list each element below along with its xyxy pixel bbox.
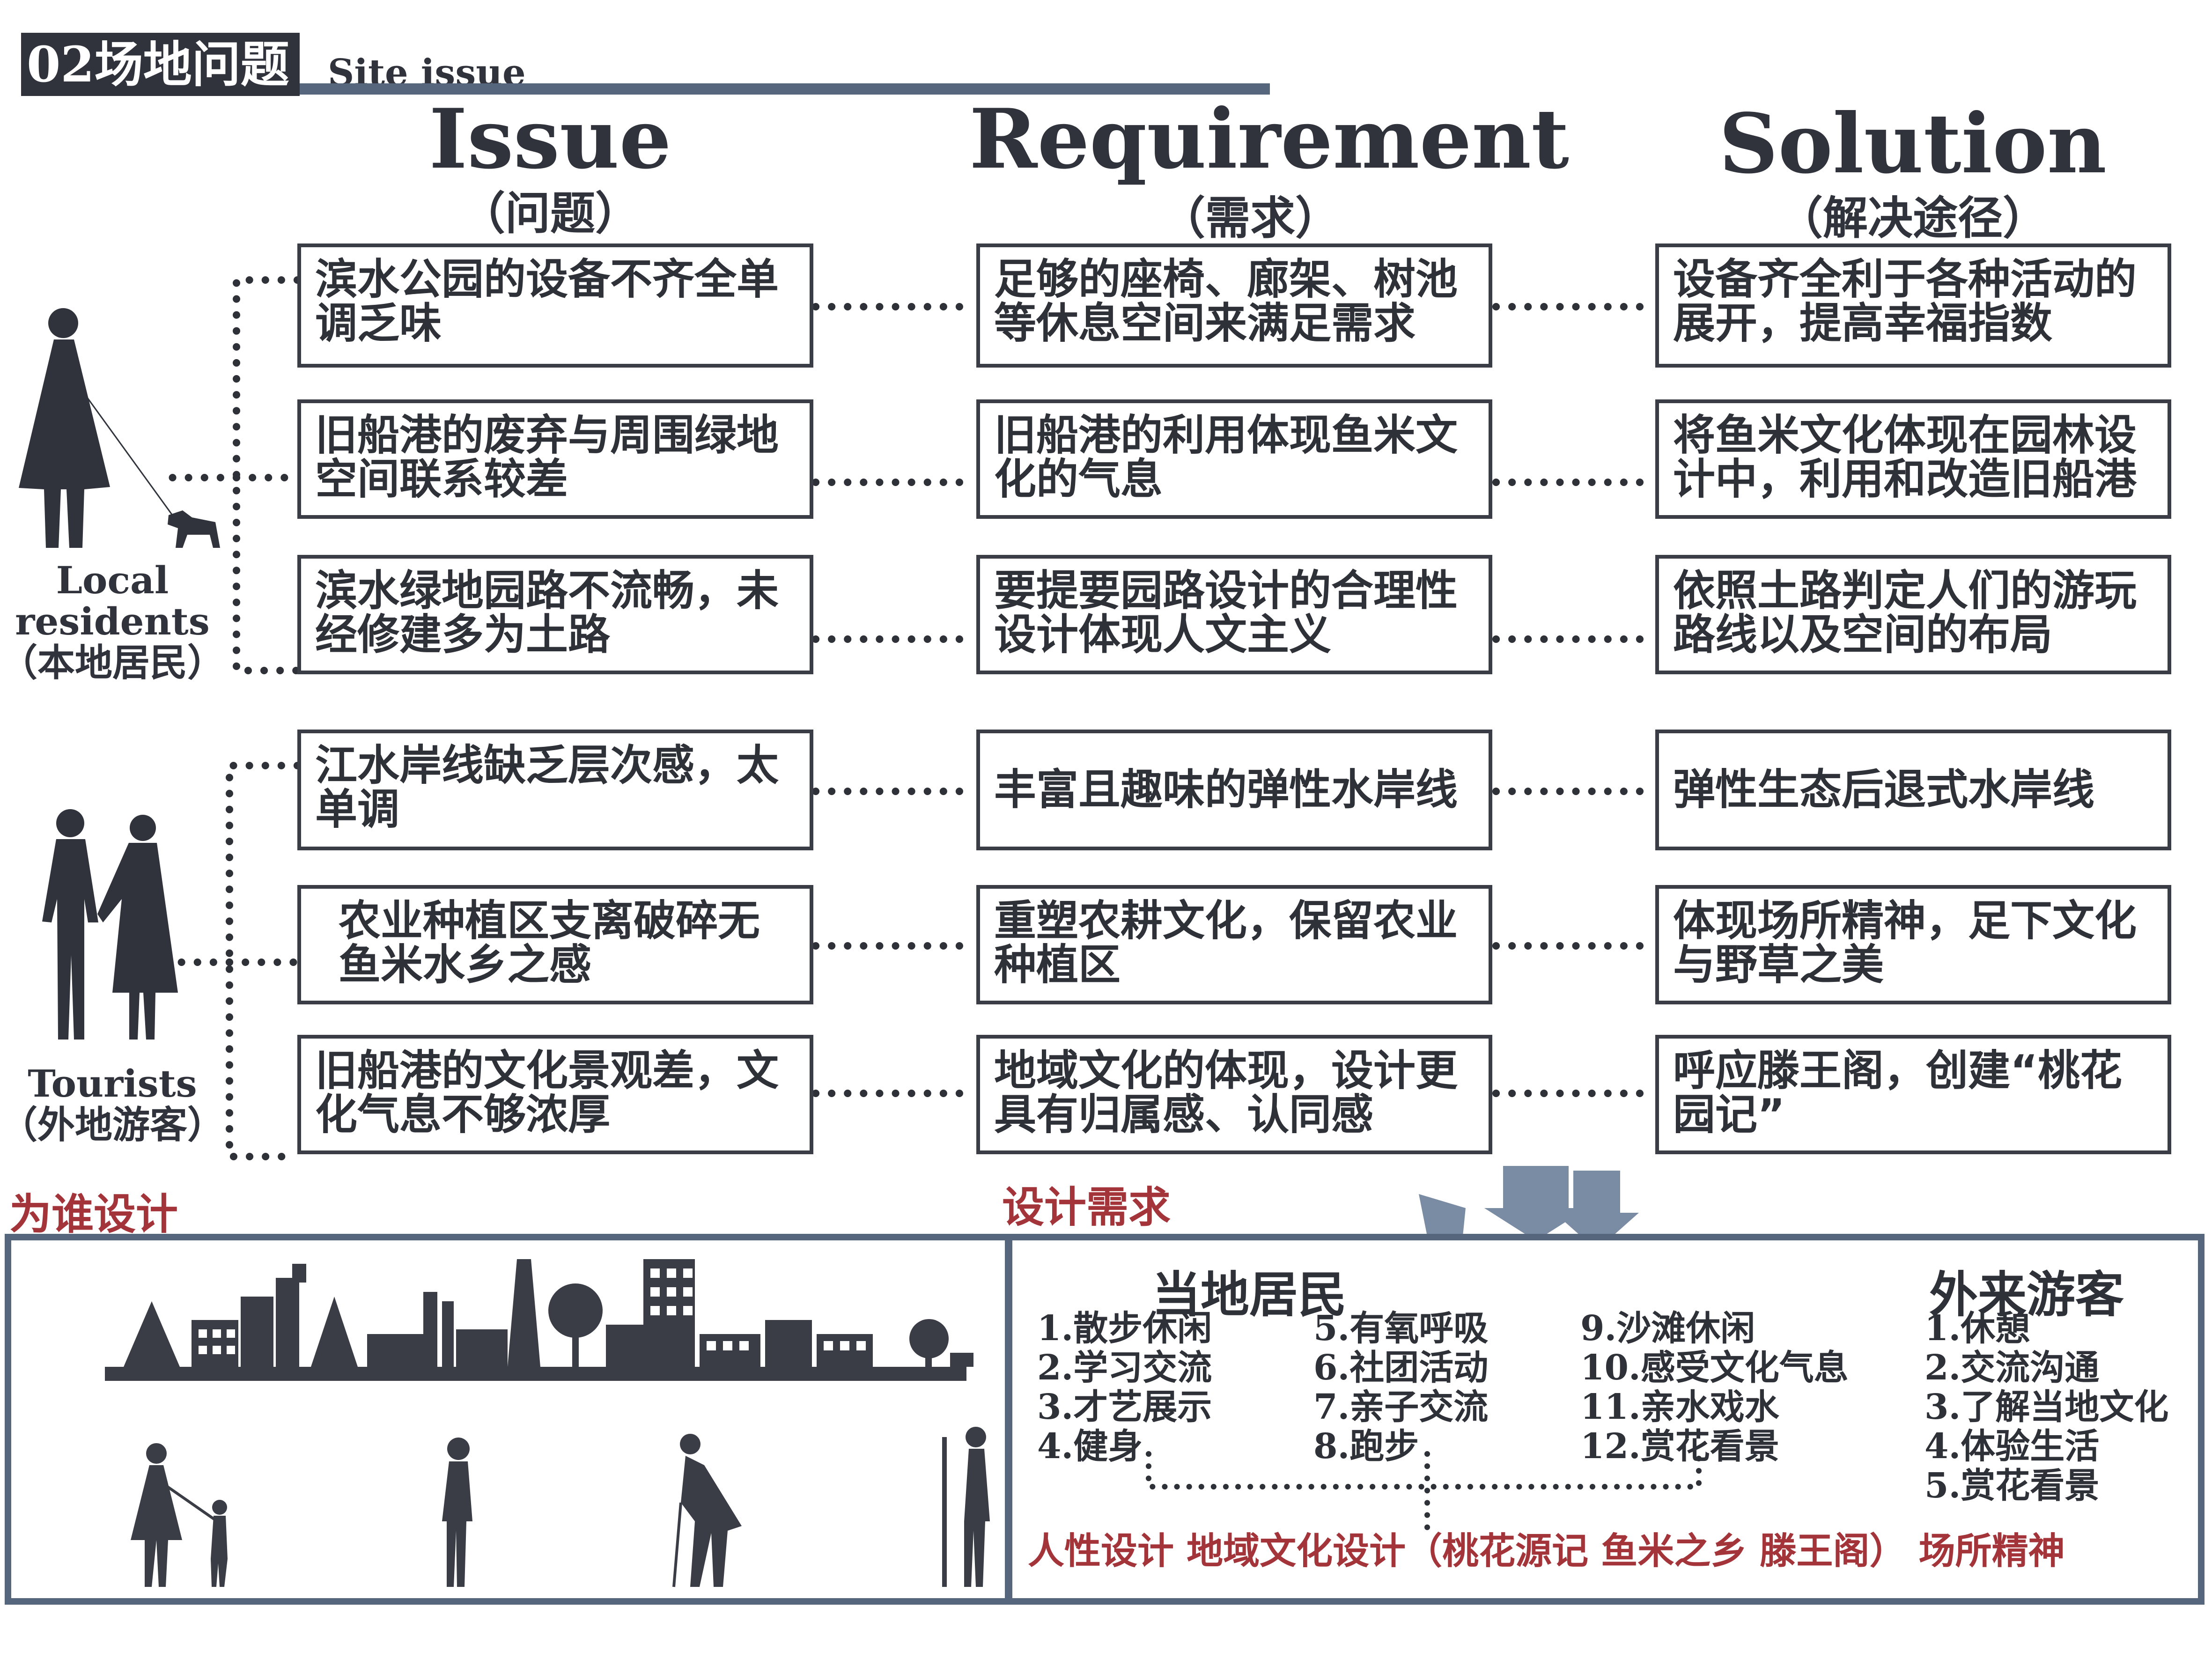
needs-list-tourist: 1.休憩 2.交流沟通 3.了解当地文化 4.体验生活 5.赏花看景 <box>1924 1308 2169 1506</box>
needs-summary: 人性设计 地域文化设计（桃花源记 鱼米之乡 滕王阁） 场所精神 <box>1028 1530 2065 1572</box>
group-label-local: Local residents （本地居民） <box>0 558 225 685</box>
panel-who <box>5 1234 1011 1605</box>
column-subtitle-issue: （问题） <box>460 187 640 240</box>
requirement-box-5: 重塑农耕文化，保留农业种植区 <box>976 885 1492 1004</box>
issue-box-1: 滨水公园的设备不齐全单调乏味 <box>297 243 813 368</box>
requirement-box-2: 旧船港的利用体现鱼米文化的气息 <box>976 399 1492 519</box>
column-title-issue: Issue <box>429 91 671 187</box>
requirement-box-3: 要提要园路设计的合理性设计体现人文主义 <box>976 555 1492 674</box>
needs-list-local-1: 1.散步休闲 2.学习交流 3.才艺展示 4.健身 <box>1037 1308 1212 1467</box>
column-title-requirement: Requirement <box>969 91 1569 187</box>
requirement-box-6: 地域文化的体现，设计更具有归属感、认同感 <box>976 1035 1492 1154</box>
city-skyline-illustration <box>105 1259 990 1587</box>
column-subtitle-requirement: （需求） <box>1160 192 1340 244</box>
issue-box-5: 农业种植区支离破碎无鱼米水乡之感 <box>297 885 813 1004</box>
needs-title-local: 当地居民 <box>1152 1266 1347 1323</box>
solution-box-4: 弹性生态后退式水岸线 <box>1655 730 2171 850</box>
solution-box-3: 依照土路判定人们的游玩路线以及空间的布局 <box>1655 555 2171 674</box>
panel-needs <box>1006 1234 2205 1605</box>
requirement-box-1: 足够的座椅、廊架、树池等休息空间来满足需求 <box>976 243 1492 368</box>
needs-title-tourist: 外来游客 <box>1929 1266 2124 1323</box>
needs-connector <box>1146 1451 1702 1536</box>
issue-box-2: 旧船港的废弃与周围绿地空间联系较差 <box>297 399 813 519</box>
issue-box-4: 江水岸线缺乏层次感，太单调 <box>297 730 813 850</box>
tourists-couple-icon <box>42 809 178 1040</box>
solution-box-1: 设备齐全利于各种活动的展开，提高幸福指数 <box>1655 243 2171 368</box>
issue-box-3: 滨水绿地园路不流畅，未经修建多为土路 <box>297 555 813 674</box>
needs-list-local-2: 5.有氧呼吸 6.社团活动 7.亲子交流 8.跑步 <box>1313 1308 1489 1467</box>
section-title: 02场地问题 <box>21 33 300 96</box>
section-heading-who: 为谁设计 <box>9 1190 178 1239</box>
column-subtitle-solution: （解决途径） <box>1778 192 2048 244</box>
column-title-solution: Solution <box>1718 96 2107 192</box>
resident-with-dog-icon <box>19 308 220 548</box>
issue-box-6: 旧船港的文化景观差，文化气息不够浓厚 <box>297 1035 813 1154</box>
solution-box-2: 将鱼米文化体现在园林设计中，利用和改造旧船港 <box>1655 399 2171 519</box>
header-rule <box>300 83 1270 95</box>
solution-box-6: 呼应滕王阁，创建“桃花园记” <box>1655 1035 2171 1154</box>
group-label-tourists: Tourists （外地游客） <box>0 1062 225 1147</box>
requirement-box-4: 丰富且趣味的弹性水岸线 <box>976 730 1492 850</box>
needs-list-local-3: 9.沙滩休闲 10.感受文化气息 11.亲水戏水 12.赏花看景 <box>1580 1308 1849 1467</box>
section-heading-needs: 设计需求 <box>1002 1183 1171 1232</box>
solution-box-5: 体现场所精神，足下文化与野草之美 <box>1655 885 2171 1004</box>
